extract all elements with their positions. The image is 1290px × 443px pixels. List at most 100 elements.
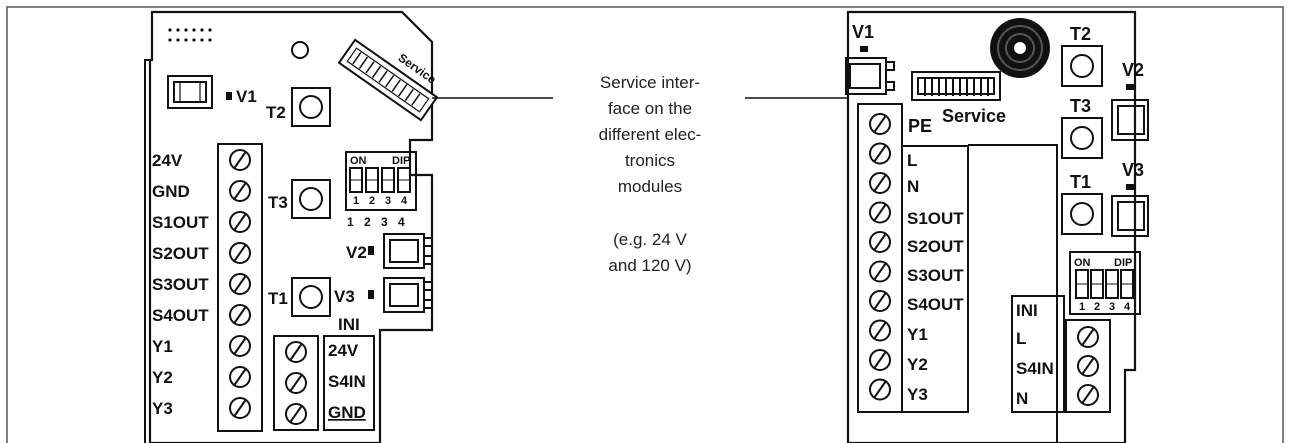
right-pe-label: PE bbox=[908, 116, 932, 136]
right-terminal-s2out: S2OUT bbox=[907, 237, 964, 256]
left-terminal-s2out: S2OUT bbox=[152, 244, 209, 263]
left-button-t2-label: T2 bbox=[266, 103, 286, 122]
left-button-t3-label: T3 bbox=[268, 193, 288, 212]
right-ini-label: INI bbox=[1016, 301, 1038, 320]
right-button-t1 bbox=[1061, 193, 1103, 235]
right-board-outline bbox=[846, 10, 1137, 443]
right-led-v1-label: V1 bbox=[852, 22, 874, 42]
right-terminal-screw-5 bbox=[869, 231, 891, 253]
right-ini-l: L bbox=[1016, 329, 1026, 348]
right-ini-screws bbox=[1077, 326, 1099, 406]
right-led-v1 bbox=[860, 46, 868, 52]
left-electronics-module: Service V1 T2 T3 T1 bbox=[144, 10, 439, 443]
left-dip-under-2: 2 bbox=[364, 215, 371, 229]
left-ini-screw-3 bbox=[285, 403, 307, 425]
left-terminal-screw-5 bbox=[229, 273, 251, 295]
left-terminal-y1: Y1 bbox=[152, 337, 173, 356]
left-led-v3-label: V3 bbox=[334, 287, 355, 306]
left-terminal-strip bbox=[217, 143, 263, 432]
left-ini-label: INI bbox=[338, 315, 360, 334]
right-ini-s4in: S4IN bbox=[1016, 359, 1054, 378]
right-dip-num-3: 3 bbox=[1109, 301, 1115, 313]
left-dip-label: DIP bbox=[392, 155, 410, 167]
left-button-t1: T1 bbox=[268, 277, 331, 317]
caption-line-7: and 120 V) bbox=[608, 256, 691, 275]
right-v3-connector bbox=[1111, 195, 1149, 237]
right-led-v2 bbox=[1126, 84, 1134, 90]
outer-border bbox=[6, 6, 1284, 443]
caption-line-6: (e.g. 24 V bbox=[613, 230, 687, 249]
right-dip-num-4: 4 bbox=[1124, 301, 1131, 313]
right-ini-label-box bbox=[1011, 295, 1065, 413]
right-terminal-screw-1 bbox=[869, 113, 891, 135]
right-button-t1-label: T1 bbox=[1070, 172, 1091, 192]
left-terminal-screw-8 bbox=[229, 366, 251, 388]
left-terminal-gnd: GND bbox=[152, 182, 190, 201]
right-terminal-screws bbox=[869, 113, 891, 401]
right-ini-screw-1 bbox=[1077, 326, 1099, 348]
right-dip-num-1: 1 bbox=[1079, 301, 1085, 313]
left-dip-num-2: 2 bbox=[369, 195, 375, 207]
left-dip-num-4: 4 bbox=[401, 195, 408, 207]
right-button-t3 bbox=[1061, 117, 1103, 159]
left-pad-dots bbox=[168, 28, 212, 42]
right-terminal-s1out: S1OUT bbox=[907, 209, 964, 228]
right-button-t2 bbox=[1061, 45, 1103, 87]
right-terminal-screw-4 bbox=[869, 201, 891, 224]
left-terminal-screw-6 bbox=[229, 304, 251, 326]
left-dip-switch: ON DIP 1 2 3 4 1 2 3 4 bbox=[345, 151, 417, 229]
right-button-t3-label: T3 bbox=[1070, 96, 1091, 116]
caption-line-3: different elec- bbox=[599, 125, 702, 144]
left-button-t1-label: T1 bbox=[268, 289, 288, 308]
left-terminal-s4out: S4OUT bbox=[152, 306, 209, 325]
right-button-t2-label: T2 bbox=[1070, 24, 1091, 44]
left-ini-screw-1 bbox=[285, 341, 307, 363]
right-led-v3-label: V3 bbox=[1122, 160, 1144, 180]
caption-line-1: Service inter- bbox=[600, 73, 700, 92]
left-terminal-y3: Y3 bbox=[152, 399, 173, 418]
left-led-v2-label: V2 bbox=[346, 243, 367, 262]
left-ini-gnd: GND bbox=[328, 403, 366, 422]
right-terminal-screw-10 bbox=[869, 378, 891, 401]
right-terminal-screw-8 bbox=[869, 319, 891, 342]
left-button-t3: T3 bbox=[268, 179, 331, 219]
right-led-v3 bbox=[1126, 184, 1134, 190]
left-mounting-hole bbox=[291, 41, 309, 59]
left-terminal-s1out: S1OUT bbox=[152, 213, 209, 232]
right-round-component bbox=[990, 18, 1050, 78]
left-dip-under-4: 4 bbox=[398, 215, 405, 229]
left-terminal-screw-2 bbox=[229, 180, 251, 202]
left-v2-connector bbox=[383, 233, 433, 269]
left-v3-connector bbox=[383, 277, 433, 313]
right-terminal-screw-7 bbox=[869, 290, 891, 312]
right-ini-screw-2 bbox=[1077, 355, 1099, 377]
left-dip-on: ON bbox=[350, 155, 367, 167]
right-led-v2-label: V2 bbox=[1122, 60, 1144, 80]
left-terminal-screw-4 bbox=[229, 242, 251, 264]
left-terminal-labels: 24V GND S1OUT S2OUT S3OUT S4OUT Y1 Y2 Y3 bbox=[152, 151, 209, 418]
right-dip-switch: ON DIP 1 2 3 4 bbox=[1069, 251, 1141, 315]
left-terminal-y2: Y2 bbox=[152, 368, 173, 387]
right-terminal-screw-9 bbox=[869, 349, 891, 371]
left-terminal-screw-3 bbox=[229, 211, 251, 233]
right-terminal-y2: Y2 bbox=[907, 355, 928, 374]
right-terminal-l: L bbox=[907, 151, 917, 170]
right-terminal-n: N bbox=[907, 177, 919, 196]
left-ini-s4in: S4IN bbox=[328, 372, 366, 391]
left-button-t2: T2 bbox=[266, 87, 331, 127]
left-led-v1-label: V1 bbox=[236, 87, 257, 106]
right-dip-label: DIP bbox=[1114, 257, 1132, 269]
right-ini-n: N bbox=[1016, 389, 1028, 408]
left-terminal-screw-1 bbox=[229, 149, 251, 171]
right-terminal-s3out: S3OUT bbox=[907, 266, 964, 285]
right-terminal-screw-6 bbox=[869, 260, 891, 283]
left-terminal-s3out: S3OUT bbox=[152, 275, 209, 294]
caption-line-4: tronics bbox=[625, 151, 675, 170]
right-terminal-y3: Y3 bbox=[907, 385, 928, 404]
right-terminal-y1: Y1 bbox=[907, 325, 928, 344]
service-interface-caption: Service inter- face on the different ele… bbox=[599, 73, 702, 275]
caption-line-2: face on the bbox=[608, 99, 692, 118]
left-led-v3 bbox=[368, 290, 374, 299]
left-terminal-screws bbox=[229, 149, 251, 419]
left-v1-connector bbox=[167, 75, 213, 109]
